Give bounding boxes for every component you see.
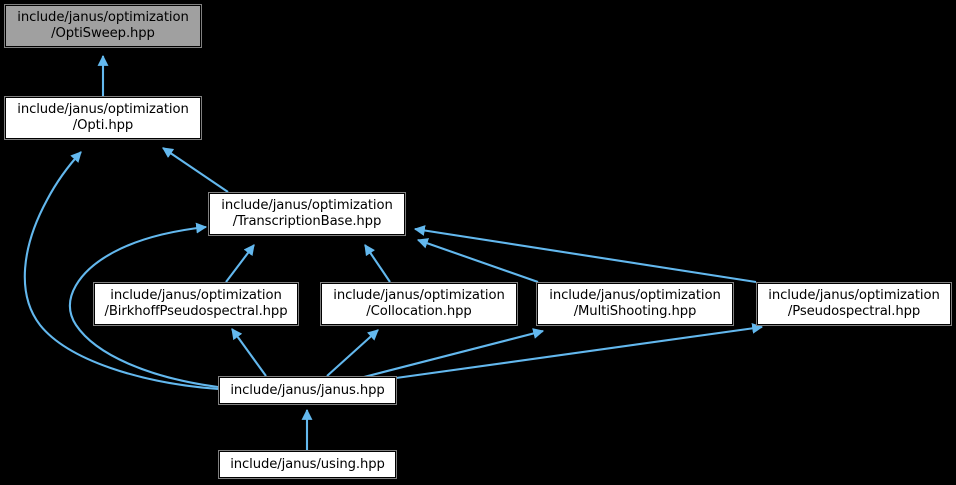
node-janus[interactable]: include/janus/janus.hpp (218, 376, 397, 405)
node-using[interactable]: include/janus/using.hpp (218, 450, 397, 479)
edge-janus-to-opti (23, 151, 219, 391)
node-transcriptionbase-line1: include/janus/optimization (221, 198, 393, 213)
node-birkhoffpseudospectral-line1: include/janus/optimization (110, 288, 282, 303)
node-collocation-line1: include/janus/optimization (333, 288, 505, 303)
node-transcriptionbase-line2: /TranscriptionBase.hpp (232, 214, 382, 229)
node-opti-line2: /Opti.hpp (72, 118, 134, 133)
node-birkhoffpseudospectral-line2: /BirkhoffPseudospectral.hpp (104, 304, 288, 319)
node-optisweep-line1: include/janus/optimization (17, 10, 189, 25)
edge-janus-to-birkhoffpseudospectral (231, 328, 267, 377)
edge-janus-to-collocation (326, 329, 379, 377)
edge-janus-to-transcriptionbase (69, 222, 219, 389)
node-birkhoffpseudospectral[interactable]: include/janus/optimization /BirkhoffPseu… (93, 282, 299, 326)
edge-janus-to-multishooting (363, 328, 545, 379)
edge-janus-to-pseudospectral (395, 322, 764, 380)
node-multishooting[interactable]: include/janus/optimization /MultiShootin… (536, 282, 734, 326)
node-janus-line1: include/janus/janus.hpp (230, 382, 385, 398)
node-optisweep[interactable]: include/janus/optimization /OptiSweep.hp… (4, 4, 202, 48)
edge-collocation-to-transcriptionbase (364, 244, 391, 283)
node-pseudospectral[interactable]: include/janus/optimization /Pseudospectr… (756, 282, 952, 326)
node-collocation-line2: /Collocation.hpp (366, 304, 472, 319)
edge-multishooting-to-transcriptionbase (416, 238, 539, 283)
edge-transcriptionbase-to-opti (162, 147, 229, 193)
node-using-line1: include/janus/using.hpp (230, 456, 385, 472)
node-transcriptionbase[interactable]: include/janus/optimization /Transcriptio… (208, 192, 406, 236)
node-pseudospectral-line1: include/janus/optimization (768, 288, 940, 303)
edge-birkhoffpseudospectral-to-transcriptionbase (225, 244, 255, 283)
node-optisweep-line2: /OptiSweep.hpp (51, 26, 155, 41)
edge-pseudospectral-to-transcriptionbase (413, 225, 757, 284)
node-multishooting-line1: include/janus/optimization (549, 288, 721, 303)
node-opti-line1: include/janus/optimization (17, 102, 189, 117)
node-collocation[interactable]: include/janus/optimization /Collocation.… (320, 282, 518, 326)
node-opti[interactable]: include/janus/optimization /Opti.hpp (4, 96, 202, 140)
node-multishooting-line2: /MultiShooting.hpp (573, 304, 697, 319)
node-pseudospectral-line2: /Pseudospectral.hpp (787, 304, 921, 319)
